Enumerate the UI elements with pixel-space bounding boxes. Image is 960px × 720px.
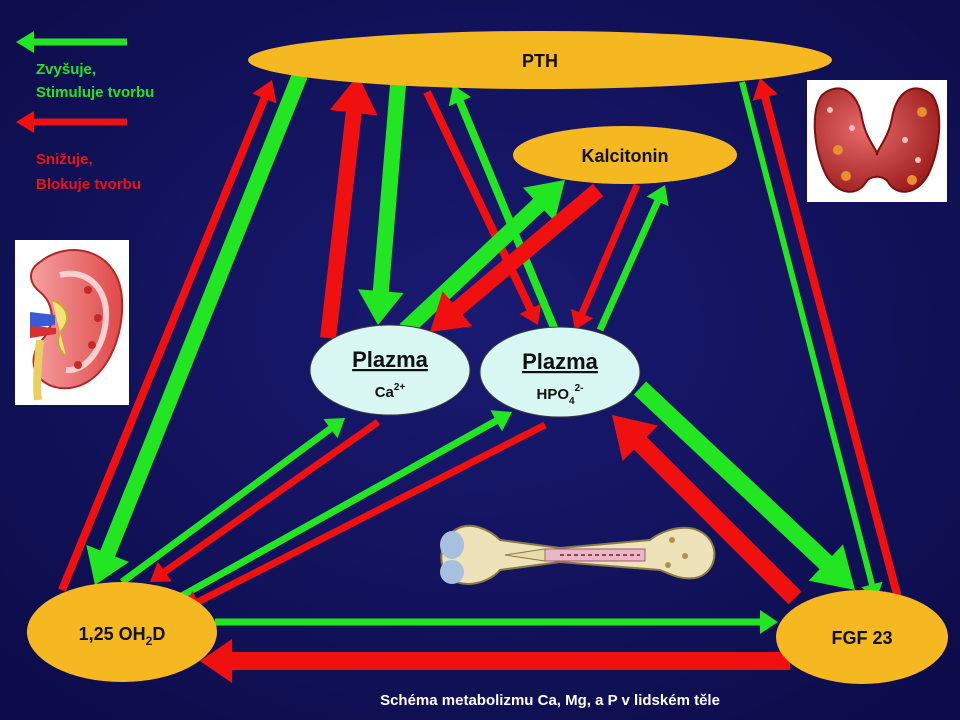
diagram-caption: Schéma metabolizmu Ca, Mg, a P v lidském… [380,692,720,709]
arrow-pth-to-vitd-shaft [99,72,308,559]
legend-decrease-line2: Blokuje tvorbu [36,176,141,193]
arrow-fgf23-to-pth [752,78,902,600]
plasma-ca-ellipse [309,324,471,416]
arrow-kalcitonin-to-plasma-p [571,183,641,330]
arrow-pth-to-plasma-ca-head [357,289,404,325]
arrow-plasma-ca-to-kalcitonin-head [523,180,565,222]
arrow-kalcitonin-to-plasma-p-shaft [578,183,641,317]
arrow-plasma-ca-to-vitd [150,419,381,582]
plasma-ca-ion: Ca2+ [375,382,406,401]
arrow-pth-to-vitd-head [86,544,129,585]
arrow-plasma-ca-to-vitd-shaft [161,419,381,576]
bone-image [440,524,716,585]
arrow-vitd-to-plasma-p-head [490,410,512,432]
arrow-pth-to-fgf23-shaft [739,81,876,588]
pth-ellipse [248,31,832,89]
node-kalcitonin: Kalcitonin [513,126,737,184]
pth-label: PTH [522,51,558,71]
arrow-plasma-p-to-fgf23-head [808,544,855,590]
node-pth: PTH [248,31,832,89]
arrows-layer [58,72,902,683]
kalcitonin-ellipse [513,126,737,184]
legend: Zvyšuje, Stimuluje tvorbu Snižuje, Bloku… [16,31,154,193]
arrow-vitd-to-plasma-ca-head [323,418,345,439]
arrow-fgf23-to-vitd [200,639,790,683]
arrow-vitd-to-pth [58,80,277,592]
arrow-kalcitonin-to-plasma-ca-shaft [450,183,604,317]
arrow-plasma-p-to-pth-head [448,85,471,107]
arrow-vitd-to-plasma-p-shaft [176,416,500,602]
arrow-kalcitonin-to-plasma-ca [430,183,604,332]
thyroid-image [807,80,947,202]
arrow-plasma-ca-to-vitd-head [150,561,172,582]
arrow-plasma-ca-to-pth-head [329,75,378,116]
arrow-fgf23-to-pth-shaft [760,94,902,600]
arrow-plasma-p-to-kalcitonin-shaft [596,198,662,332]
arrow-pth-to-plasma-ca-shaft [372,84,406,294]
kalcitonin-label: Kalcitonin [581,146,668,166]
fgf23-ellipse [776,590,948,684]
arrow-vitd-to-pth-shaft [58,95,269,592]
arrow-vitd-to-pth-head [252,80,277,104]
vitamin-d-ellipse [27,582,217,682]
arrow-vitd-to-plasma-p [176,410,512,602]
arrow-plasma-p-to-pth-shaft [455,98,559,332]
legend-decrease-arrow [16,111,127,133]
plasma-phosphate-title: Plazma [522,349,599,374]
arrow-plasma-p-to-kalcitonin [596,185,669,332]
arrow-plasma-ca-to-pth-shaft [320,109,362,339]
kidney-image [15,240,129,405]
node-vitamin-d: 1,25 OH2D [27,582,217,682]
arrow-kalcitonin-to-plasma-ca-head [430,291,473,332]
arrow-plasma-p-to-fgf23-shaft [633,381,834,571]
arrow-vitd-to-plasma-ca-shaft [119,424,335,585]
arrow-plasma-ca-to-pth [320,75,378,339]
arrow-pth-to-plasma-ca [357,84,406,325]
arrow-vitd-to-fgf23-head [760,610,778,634]
arrow-vitd-to-plasma-ca [119,418,345,585]
legend-increase-line2: Stimuluje tvorbu [36,84,154,101]
arrow-fgf23-to-plasma-p-head [612,415,658,461]
arrow-fgf23-to-plasma-p-shaft [632,435,802,605]
node-fgf23: FGF 23 [776,590,948,684]
plasma-phosphate-ellipse [479,326,641,418]
plasma-phosphate-ion: HPO42- [537,383,584,407]
arrow-fgf23-to-pth-head [752,78,778,101]
legend-increase-arrow [16,31,127,53]
plasma-ca-title: Plazma [352,347,429,372]
arrow-plasma-p-to-pth [448,85,559,332]
arrow-pth-to-plasma-p-head [519,303,542,325]
arrow-pth-to-vitd [86,72,308,585]
arrow-plasma-p-to-vitd-shaft [194,421,547,606]
node-plasma-phosphate: Plazma HPO42- [479,326,641,418]
arrow-fgf23-to-plasma-p [612,415,802,605]
arrow-plasma-p-to-kalcitonin-head [646,185,669,207]
legend-increase-line1: Zvyšuje, [36,61,96,78]
fgf23-label: FGF 23 [831,628,892,648]
vitamin-d-label: 1,25 OH2D [79,624,166,648]
arrow-plasma-ca-to-kalcitonin [399,180,565,336]
arrow-kalcitonin-to-plasma-p-head [571,308,594,330]
legend-decrease-line1: Snižuje, [36,151,93,168]
arrow-pth-to-plasma-p [423,90,542,325]
arrow-plasma-p-to-fgf23 [633,381,855,590]
arrow-fgf23-to-vitd-head [200,639,232,683]
arrow-vitd-to-fgf23 [215,610,778,634]
node-plasma-ca: Plazma Ca2+ [309,324,471,416]
arrow-pth-to-plasma-p-shaft [423,90,535,313]
arrow-plasma-ca-to-kalcitonin-shaft [399,197,546,336]
